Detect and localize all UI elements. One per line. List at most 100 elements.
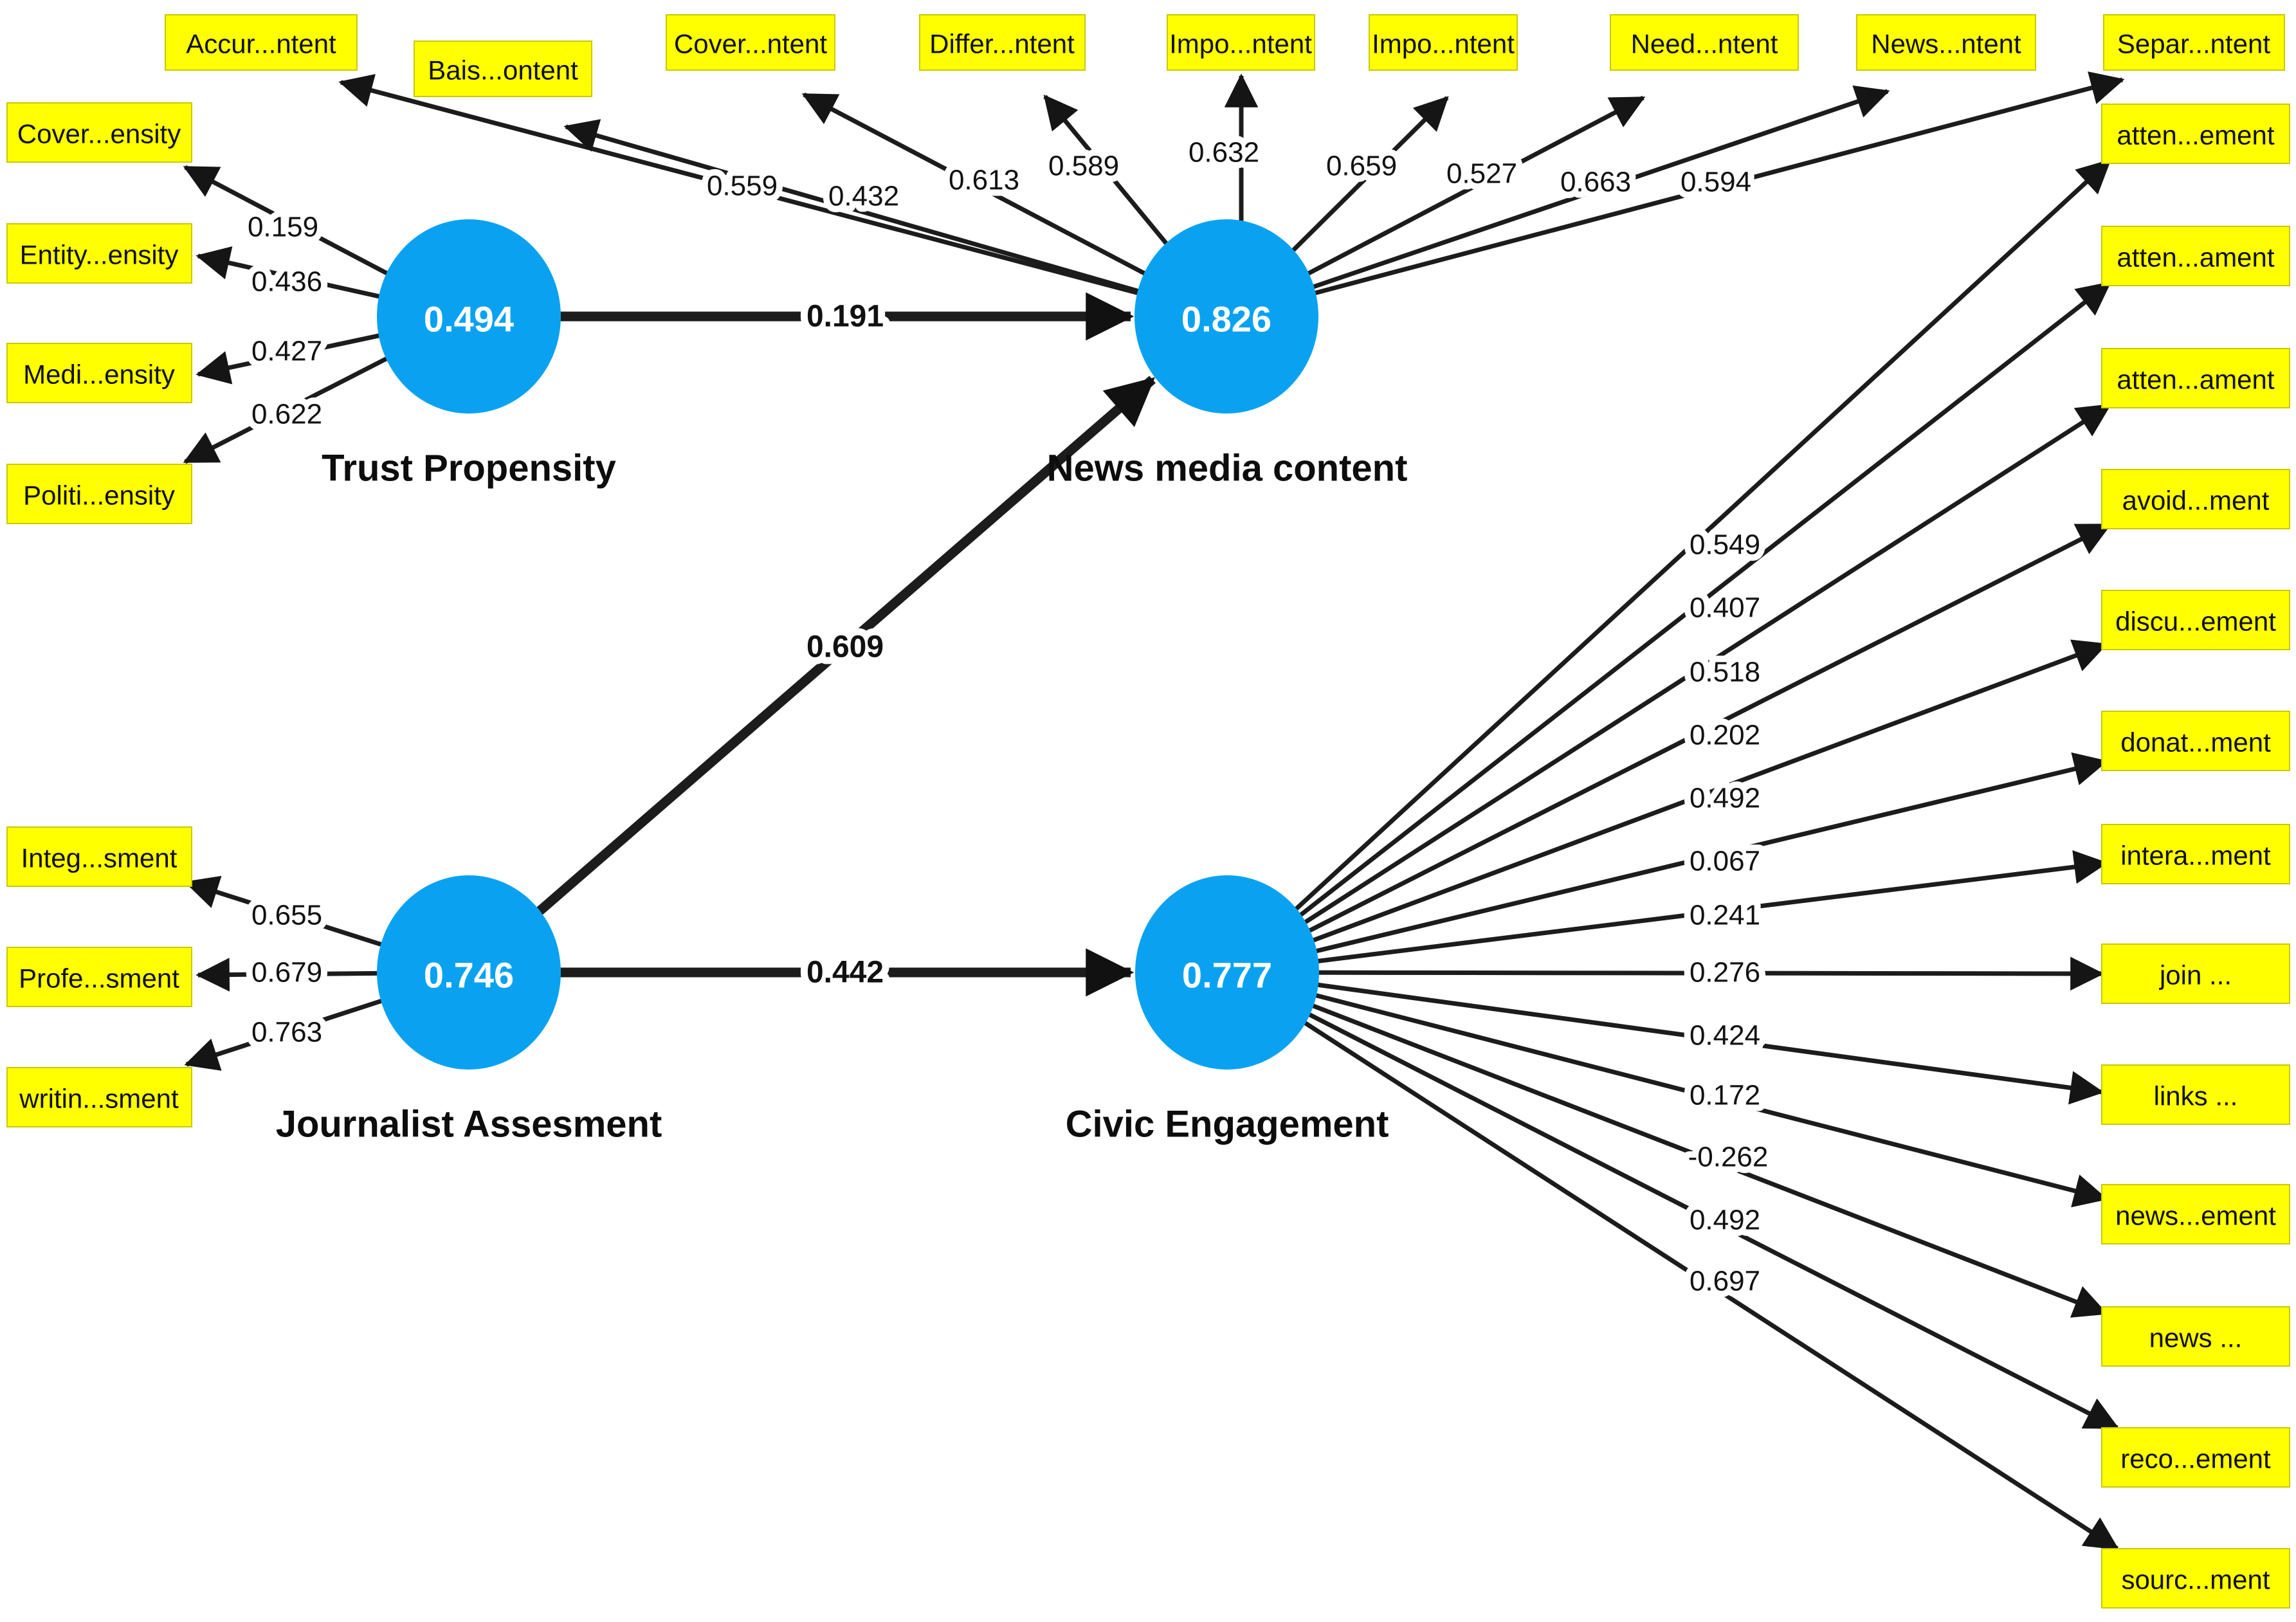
arrow-ce-to-sourc-ment: [1226, 970, 2120, 1551]
indicator-label: Medi...ensity: [23, 360, 175, 390]
arrow-nmc-to-bais-ontent: [563, 119, 1227, 319]
indicator-label: Cover...ensity: [17, 119, 181, 149]
indicator-label: links ...: [2154, 1081, 2238, 1111]
indicator-label: news...ement: [2115, 1201, 2276, 1231]
loading-value: 0.427: [251, 336, 322, 367]
indicator-sourc-ment: sourc...ment: [2101, 1548, 2290, 1608]
loading-value: 0.632: [1189, 137, 1259, 169]
loading-value: 0.559: [707, 170, 778, 202]
indicator-label: Accur...ntent: [186, 29, 336, 59]
indicator-profe-sment: Profe...sment: [6, 947, 192, 1007]
loading-value: -0.262: [1688, 1142, 1769, 1173]
loading-value: 0.202: [1690, 720, 1760, 751]
loading-value: 0.763: [251, 1017, 322, 1048]
structural-arrows: [466, 292, 1156, 997]
arrow-ce-to-atten-ament-2: [1226, 403, 2112, 974]
loading-value: 0.276: [1690, 957, 1760, 989]
indicator-news: news ...: [2101, 1306, 2290, 1367]
indicator-label: News...ntent: [1871, 29, 2021, 59]
arrow-ce-to-atten-ement: [1225, 159, 2111, 974]
loading-value: 0.436: [251, 266, 322, 298]
arrow-nmc-to-news-ntent: [1225, 85, 1890, 319]
indicator-need-ntent: Need...ntent: [1610, 14, 1799, 71]
latent-civic-engagement: [1135, 875, 1319, 1070]
arrow-nmc-to-separ-ntent: [1226, 71, 2125, 319]
indicator-cover-ntent: Cover...ntent: [666, 14, 835, 71]
indicator-label: Differ...ntent: [929, 29, 1075, 59]
loading-labels: 0.159 0.436 0.427 0.622 0.559 0.432 0.61…: [241, 131, 1774, 1304]
loading-value: 0.407: [1690, 592, 1760, 624]
indicator-label: avoid...ment: [2122, 486, 2270, 516]
loading-value: 0.432: [828, 181, 899, 212]
construct-name: News media content: [1047, 448, 1408, 489]
loading-value: 0.655: [251, 900, 322, 931]
loading-value: 0.492: [1690, 1205, 1760, 1236]
loading-value: 0.172: [1690, 1080, 1760, 1111]
indicator-label: Separ...ntent: [2117, 29, 2271, 59]
loading-value: 0.067: [1690, 846, 1760, 877]
arrow-ce-to-reco-ement: [1226, 970, 2120, 1430]
indicator-atten-ement: atten...ement: [2101, 104, 2290, 164]
loading-value: 0.613: [949, 165, 1019, 196]
latent-constructs: 0.494 0.826 0.746 0.777 Trust Propensity…: [276, 219, 1408, 1145]
arrow-ce-to-discu-ement: [1226, 639, 2108, 975]
construct-name: Journalist Assesment: [276, 1104, 662, 1145]
indicator-boxes: Accur...ntent Bais...ontent Cover...nten…: [6, 14, 2290, 1608]
latent-journalist-assesment: [377, 875, 561, 1070]
indicator-bais-ontent: Bais...ontent: [414, 41, 592, 97]
loading-value: 0.622: [251, 399, 322, 430]
indicator-label: Integ...sment: [21, 843, 178, 873]
indicator-label: Impo...ntent: [1169, 29, 1312, 59]
indicator-entity-ensity: Entity...ensity: [6, 223, 192, 284]
loading-value: 0.492: [1690, 783, 1760, 814]
arrow-ce-to-intera-ment: [1226, 850, 2108, 975]
construct-name: Civic Engagement: [1066, 1104, 1389, 1145]
indicator-cover-ensity: Cover...ensity: [6, 102, 192, 163]
loading-value: 0.424: [1690, 1020, 1760, 1052]
indicator-label: Bais...ontent: [428, 55, 578, 86]
arrow-nmc-to-accur-ntent: [338, 74, 1227, 319]
indicator-join: join ...: [2101, 943, 2290, 1004]
indicator-label: Entity...ensity: [20, 240, 179, 270]
loading-value: 0.589: [1048, 150, 1119, 182]
indicator-label: news ...: [2149, 1323, 2243, 1353]
loading-value: 0.679: [251, 957, 322, 989]
arrow-ce-to-join: [1226, 956, 2104, 991]
indicator-label: join ...: [2158, 960, 2232, 990]
loading-value: 0.159: [248, 212, 318, 243]
indicator-impo-ntent-1: Impo...ntent: [1167, 14, 1315, 71]
indicator-label: atten...ement: [2117, 120, 2274, 150]
latent-trust-propensity: [377, 219, 561, 414]
indicator-accur-ntent: Accur...ntent: [165, 14, 358, 71]
loading-value: 0.241: [1690, 900, 1760, 931]
indicator-differ-ntent: Differ...ntent: [919, 14, 1086, 71]
indicator-label: reco...ement: [2120, 1444, 2271, 1474]
indicator-politi-ensity: Politi...ensity: [6, 464, 192, 524]
arrow-ce-to-donat-ment: [1226, 752, 2108, 975]
indicator-atten-ament-2: atten...ament: [2101, 348, 2290, 408]
latent-news-media-content: [1134, 219, 1318, 414]
indicator-writin-sment: writin...sment: [6, 1067, 192, 1127]
indicator-label: atten...ament: [2117, 365, 2274, 395]
r-squared-value: 0.746: [424, 955, 514, 996]
indicator-reco-ement: reco...ement: [2101, 1427, 2290, 1488]
arrow-ce-to-news: [1226, 970, 2108, 1318]
indicator-label: donat...ment: [2120, 727, 2271, 758]
path-coefficient: 0.609: [806, 630, 884, 664]
indicator-label: intera...ment: [2120, 841, 2271, 871]
loading-value: 0.663: [1560, 167, 1631, 198]
indicator-avoid-ment: avoid...ment: [2101, 469, 2290, 529]
arrow-ce-to-links: [1226, 970, 2104, 1105]
indicator-label: Need...ntent: [1631, 29, 1778, 59]
path-coefficient: 0.191: [806, 300, 884, 334]
arrow-ce-to-news-ement: [1226, 970, 2108, 1208]
path-coefficient: 0.442: [806, 956, 884, 990]
measurement-arrows: [183, 71, 2125, 1551]
loading-value: 0.594: [1681, 167, 1751, 198]
indicator-separ-ntent: Separ...ntent: [2103, 14, 2285, 71]
arrow-ce-to-atten-ament-1: [1225, 281, 2111, 974]
indicator-donat-ment: donat...ment: [2101, 711, 2290, 771]
indicator-news-ntent: News...ntent: [1856, 14, 2036, 71]
